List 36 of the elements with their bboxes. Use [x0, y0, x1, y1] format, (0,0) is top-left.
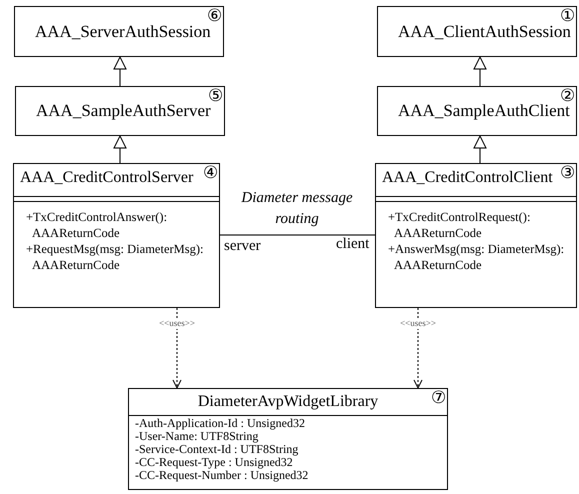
class-box [13, 163, 220, 308]
role-label: client [336, 236, 370, 253]
association-line [220, 234, 376, 236]
callout-number: ② [560, 87, 575, 104]
attribute-text: -Auth-Application-Id : Unsigned32 [135, 417, 306, 430]
method-signature: +TxCreditControlRequest(): AAAReturnCode [387, 209, 532, 241]
callout-number: ⑥ [207, 7, 222, 24]
class-box [14, 6, 224, 57]
inheritance-arrow [114, 136, 126, 164]
class-box [377, 6, 577, 57]
method-signature: +TxCreditControlAnswer(): AAAReturnCode [25, 209, 168, 241]
callout-number: ③ [560, 164, 575, 181]
class-box [375, 163, 577, 308]
role-label: server [224, 238, 261, 255]
class-box [128, 388, 448, 490]
class-box [377, 86, 577, 136]
class-name: AAA_ServerAuthSession [35, 22, 211, 42]
dependency-arrow [172, 308, 182, 388]
attribute-text: -CC-Request-Number : Unsigned32 [135, 469, 310, 482]
inheritance-arrow [474, 56, 486, 86]
method-signature: +AnswerMsg(msg: DiameterMsg): AAAReturnCode [387, 241, 566, 273]
class-name: AAA_SampleAuthClient [398, 101, 570, 121]
method-signature: +RequestMsg(msg: DiameterMsg): AAAReturnCode [25, 241, 205, 273]
callout-number: ① [560, 7, 575, 24]
attribute-text: -CC-Request-Type : Unsigned32 [135, 456, 293, 469]
dependency-arrow [414, 308, 422, 388]
attribute-text: -Service-Context-Id : UTF8String [135, 443, 300, 456]
callout-number: ⑤ [208, 87, 223, 104]
class-box [15, 86, 225, 136]
inheritance-arrow [114, 56, 126, 86]
class-name: AAA_SampleAuthServer [36, 101, 211, 121]
inheritance-arrow [474, 136, 486, 164]
callout-number: ④ [203, 164, 218, 181]
class-name: AAA_ClientAuthSession [398, 22, 571, 42]
attribute-text: -User-Name: UTF8String [135, 430, 258, 443]
callout-number: ⑦ [431, 389, 446, 406]
